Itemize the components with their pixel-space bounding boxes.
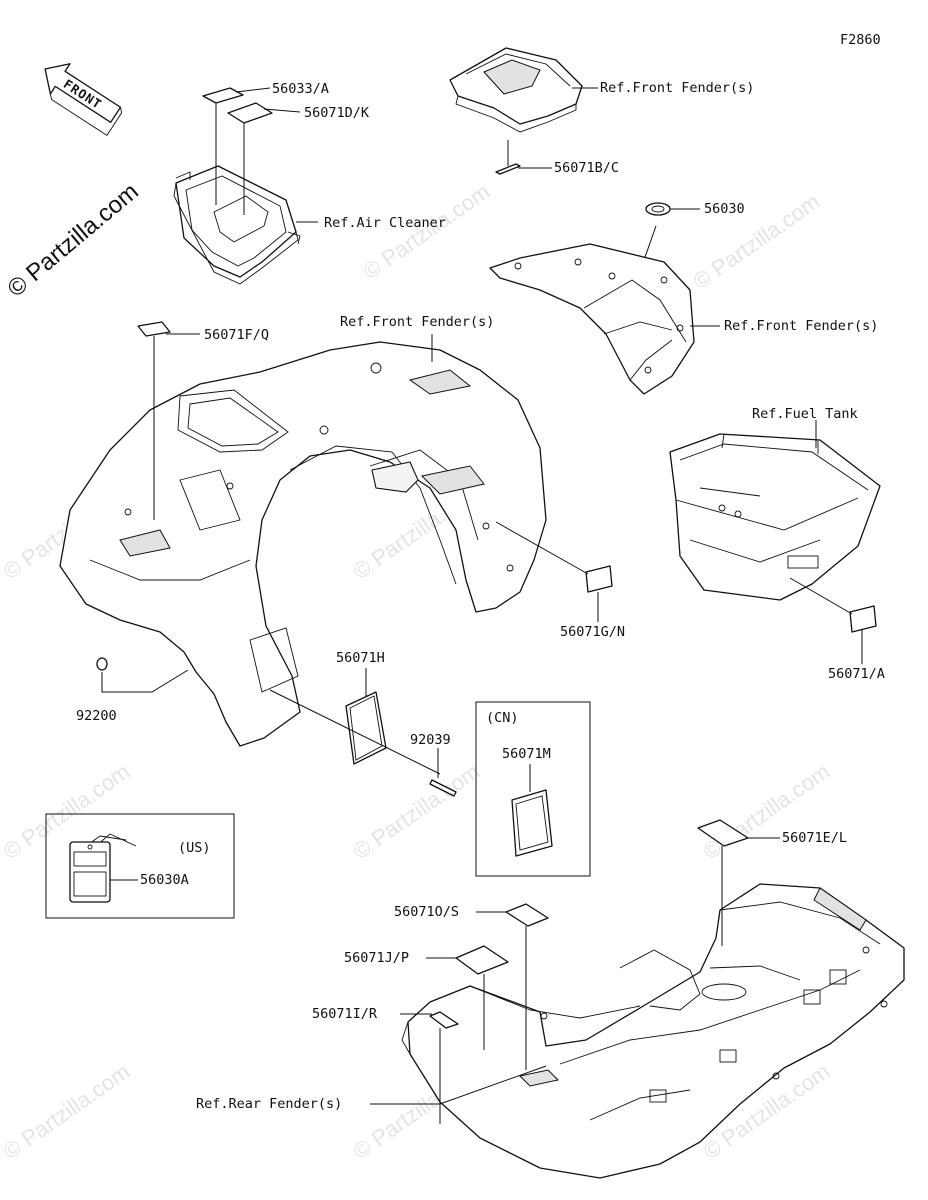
watermark-tile-6: © Partzilla.com	[0, 759, 134, 865]
label-56071m: 56071M	[502, 746, 551, 762]
label-56071h: 56071H	[336, 650, 385, 666]
leader-56071gn-up	[495, 521, 589, 575]
label-56071fq-shape	[137, 321, 171, 337]
label-ref-rear-fender: Ref.Rear Fender(s)	[196, 1096, 342, 1112]
us-box	[45, 813, 235, 919]
label-ref-front-fender-1: Ref.Front Fender(s)	[600, 80, 754, 96]
hang-tag-56030a-icon	[69, 833, 137, 903]
label-56071os-shape	[505, 903, 549, 927]
front-fender-panel-right	[489, 243, 695, 395]
label-56071bc-shape	[495, 163, 521, 175]
label-56071dk: 56071D/K	[304, 105, 370, 121]
leader-92200	[101, 669, 189, 693]
label-92039: 92039	[410, 732, 451, 748]
front-fender-cover-top	[449, 47, 583, 133]
watermark-tile-8: © Partzilla.com	[699, 759, 835, 865]
label-56033a: 56033/A	[272, 81, 329, 97]
watermark-tile-7: © Partzilla.com	[349, 759, 485, 865]
figure-code: F2860	[840, 32, 881, 48]
label-56071gn: 56071G/N	[560, 624, 625, 640]
label-56030a: 56030A	[140, 872, 189, 888]
label-us: (US)	[178, 840, 211, 856]
label-56071ir: 56071I/R	[312, 1006, 378, 1022]
rear-fender	[401, 883, 905, 1179]
grommet-92200	[96, 657, 108, 671]
leader-56033a	[235, 87, 271, 93]
label-56071ir-shape	[429, 1011, 459, 1029]
label-ref-front-fender-3: Ref.Front Fender(s)	[340, 314, 494, 330]
label-ref-front-fender-2: Ref.Front Fender(s)	[724, 318, 878, 334]
label-56071fq: 56071F/Q	[204, 327, 269, 343]
air-cleaner-cover	[173, 165, 301, 285]
rivet-92039	[429, 779, 457, 797]
watermark-tile-1: © Partzilla.com	[359, 179, 495, 285]
label-56033a-shape	[202, 87, 244, 104]
label-56071gn-shape	[585, 565, 613, 593]
label-56071el: 56071E/L	[782, 830, 847, 846]
label-56071bc: 56071B/C	[554, 160, 619, 176]
label-56071os: 56071O/S	[394, 904, 459, 920]
label-56071jp-shape	[455, 945, 509, 975]
front-fender-main	[59, 341, 547, 747]
label-cn: (CN)	[486, 710, 519, 726]
grommet-56030	[645, 202, 671, 216]
label-ref-fuel-tank: Ref.Fuel Tank	[752, 406, 858, 422]
label-56030: 56030	[704, 201, 745, 217]
watermark-partzilla: © Partzilla.com	[3, 178, 144, 303]
watermark-tile-9: © Partzilla.com	[0, 1059, 134, 1165]
label-56071m-shape	[511, 789, 553, 857]
leader-56071dk	[263, 108, 301, 113]
label-56071h-inner	[349, 695, 383, 761]
label-56071dk-shape	[227, 102, 273, 124]
label-56071a-shape	[849, 605, 877, 633]
label-92200: 92200	[76, 708, 117, 724]
label-56071a: 56071/A	[828, 666, 885, 682]
leader-56071a-up	[789, 577, 853, 615]
label-ref-air-cleaner: Ref.Air Cleaner	[324, 215, 446, 231]
label-56071jp: 56071J/P	[344, 950, 409, 966]
grommet-56030-inner	[651, 205, 665, 213]
front-arrow-icon: FRONT	[44, 63, 123, 137]
cn-box	[475, 701, 591, 877]
fuel-tank	[669, 433, 881, 601]
leader-56071h-line	[269, 689, 441, 775]
leader-rear-fender	[370, 1065, 547, 1105]
label-56071m-inner	[515, 795, 549, 851]
